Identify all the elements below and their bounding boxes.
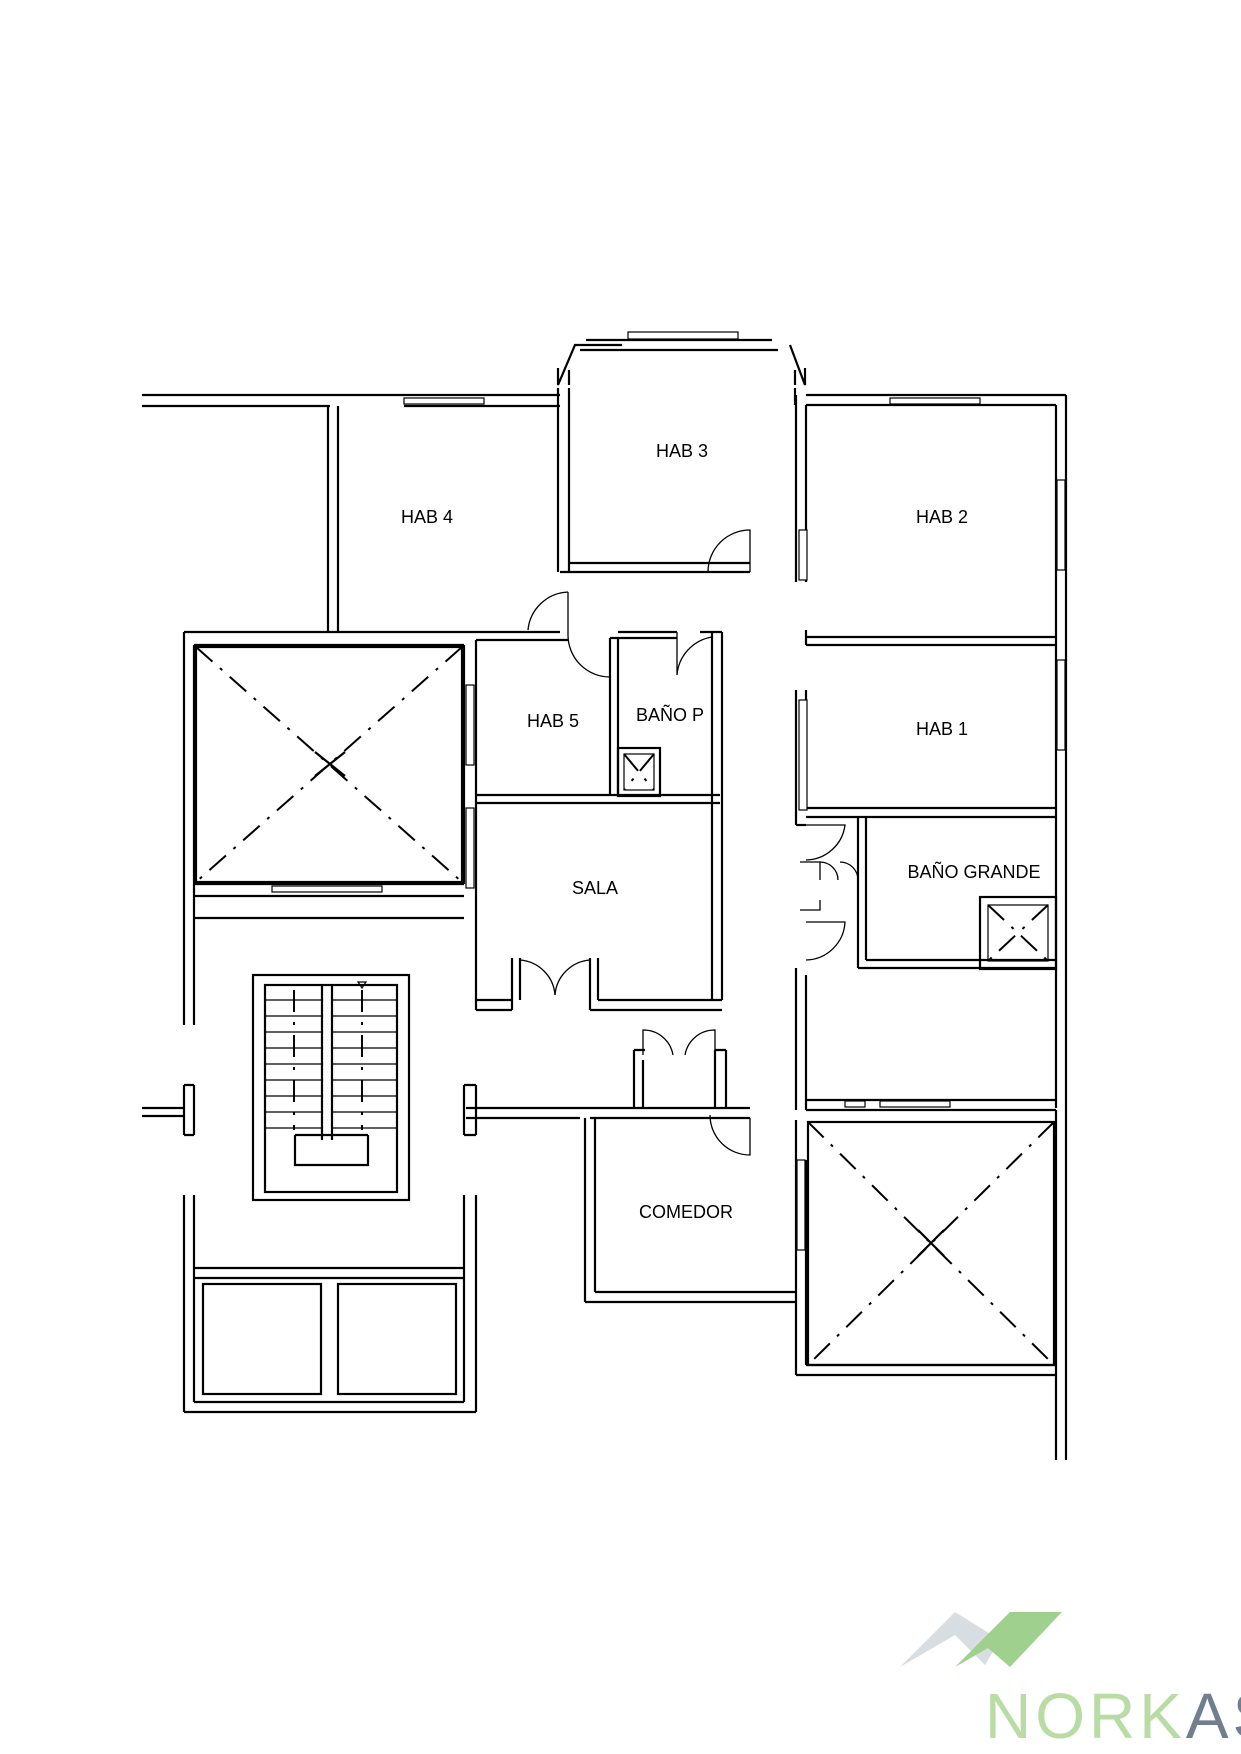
exterior-walls [142, 338, 1068, 1460]
room-labels: HAB 3 HAB 4 HAB 2 HAB 5 BAÑO P HAB 1 BAÑ… [401, 441, 1041, 1222]
label-hab4: HAB 4 [401, 507, 453, 527]
logo-text-primary: NORK [985, 1680, 1186, 1752]
norkasa-logo: NORKASA [900, 1612, 1241, 1752]
label-hab3: HAB 3 [656, 441, 708, 461]
label-comedor: COMEDOR [639, 1202, 733, 1222]
duct-bano-p [616, 746, 662, 798]
svg-text:NORKASA: NORKASA [985, 1680, 1241, 1752]
label-bano-grande: BAÑO GRANDE [907, 861, 1040, 882]
label-hab1: HAB 1 [916, 719, 968, 739]
logo-mountain-green [955, 1612, 1062, 1667]
patio-lower-right [806, 1120, 1056, 1367]
label-bano-p: BAÑO P [636, 704, 704, 725]
label-hab5: HAB 5 [527, 711, 579, 731]
stair-treads [265, 981, 397, 1130]
patio-upper-left [194, 645, 464, 884]
doors [519, 529, 859, 1156]
duct-bano-grande [978, 895, 1058, 971]
label-sala: SALA [572, 878, 618, 898]
logo-text-secondary: ASA [1186, 1680, 1241, 1752]
windows [271, 331, 1066, 1251]
label-hab2: HAB 2 [916, 507, 968, 527]
